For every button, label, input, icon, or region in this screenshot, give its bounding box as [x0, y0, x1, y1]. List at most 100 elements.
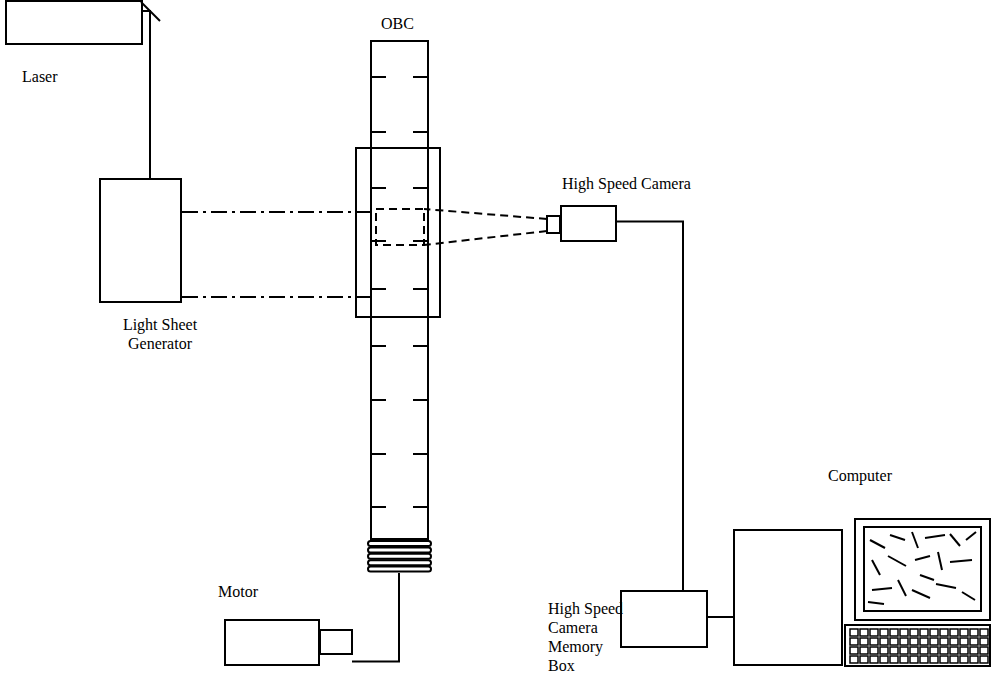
key — [980, 638, 988, 645]
baffle-dash — [413, 187, 429, 189]
screen-line — [898, 580, 906, 596]
node-label: Laser — [22, 67, 58, 86]
baffle-dash — [370, 131, 386, 133]
screen-lines — [868, 532, 976, 604]
light-sheet-generator-box: Light Sheet Generator — [99, 178, 182, 303]
key — [960, 638, 968, 645]
key — [880, 656, 888, 663]
key — [970, 629, 978, 636]
node-label: High Speed Camera Memory Box — [548, 599, 632, 675]
memory-box: High Speed Camera Memory Box — [620, 590, 708, 648]
connector — [143, 11, 150, 178]
key — [870, 656, 878, 663]
screen-line — [912, 532, 918, 548]
key — [870, 629, 878, 636]
key — [910, 647, 918, 654]
screen-line — [966, 532, 976, 540]
key — [930, 629, 938, 636]
screen-line — [950, 560, 972, 562]
key — [870, 647, 878, 654]
key — [910, 629, 918, 636]
obc-column: OBC — [370, 40, 429, 540]
camera-box: High Speed Camera — [560, 205, 617, 242]
view-line — [424, 209, 547, 219]
key — [880, 647, 888, 654]
connector — [617, 222, 683, 591]
baffle-dash — [370, 187, 386, 189]
key — [850, 647, 858, 654]
baffle-dash — [413, 131, 429, 133]
screen-line — [872, 588, 892, 590]
bellows-fold — [368, 541, 431, 546]
laser-box: Laser — [5, 0, 143, 45]
baffle-dash — [413, 240, 429, 242]
screen-line — [888, 556, 906, 566]
key — [950, 638, 958, 645]
key — [860, 656, 868, 663]
key — [980, 629, 988, 636]
screen-line — [872, 560, 880, 575]
key — [880, 638, 888, 645]
key — [870, 638, 878, 645]
baffle-dash — [370, 453, 386, 455]
motor-shaft — [320, 630, 352, 654]
key — [890, 629, 898, 636]
key — [900, 656, 908, 663]
key — [950, 656, 958, 663]
baffle-dash — [370, 76, 386, 78]
node-label: OBC — [381, 14, 414, 33]
key — [850, 638, 858, 645]
key — [860, 647, 868, 654]
key — [880, 629, 888, 636]
bellows-fold — [368, 567, 431, 572]
key — [940, 647, 948, 654]
keyboard-keys — [850, 629, 988, 663]
view-region — [376, 209, 424, 245]
key — [910, 656, 918, 663]
monitor-screen — [864, 527, 981, 611]
screen-line — [890, 535, 905, 540]
key — [930, 647, 938, 654]
bellows-fold — [368, 560, 431, 565]
connector — [708, 616, 733, 618]
screen-line — [962, 592, 975, 600]
baffle-dash — [413, 288, 429, 290]
key — [920, 638, 928, 645]
connector — [182, 212, 370, 297]
key — [940, 656, 948, 663]
screen-line — [938, 552, 942, 570]
node-label: Motor — [218, 582, 258, 601]
key — [920, 656, 928, 663]
key — [980, 647, 988, 654]
key — [940, 629, 948, 636]
baffle-dash — [413, 345, 429, 347]
node-label: Light Sheet Generator — [100, 315, 220, 353]
baffle-dash — [370, 345, 386, 347]
bellows-fold — [368, 547, 431, 552]
key — [900, 638, 908, 645]
baffle-dash — [413, 76, 429, 78]
baffle-dash — [413, 399, 429, 401]
key — [890, 647, 898, 654]
key — [980, 656, 988, 663]
baffles — [370, 77, 429, 507]
view-line — [424, 231, 547, 245]
baffle-dash — [370, 399, 386, 401]
screen-line — [936, 584, 956, 588]
screen-line — [870, 540, 885, 548]
baffle-dash — [413, 506, 429, 508]
key — [930, 656, 938, 663]
key — [850, 656, 858, 663]
key — [920, 647, 928, 654]
motor-box: Motor — [224, 619, 320, 666]
screen-line — [912, 590, 930, 598]
key — [850, 629, 858, 636]
screen-line — [925, 535, 945, 538]
screen-line — [868, 602, 884, 604]
key — [940, 638, 948, 645]
key — [890, 656, 898, 663]
bellows — [368, 540, 431, 573]
baffle-dash — [370, 288, 386, 290]
key — [970, 647, 978, 654]
key — [960, 647, 968, 654]
